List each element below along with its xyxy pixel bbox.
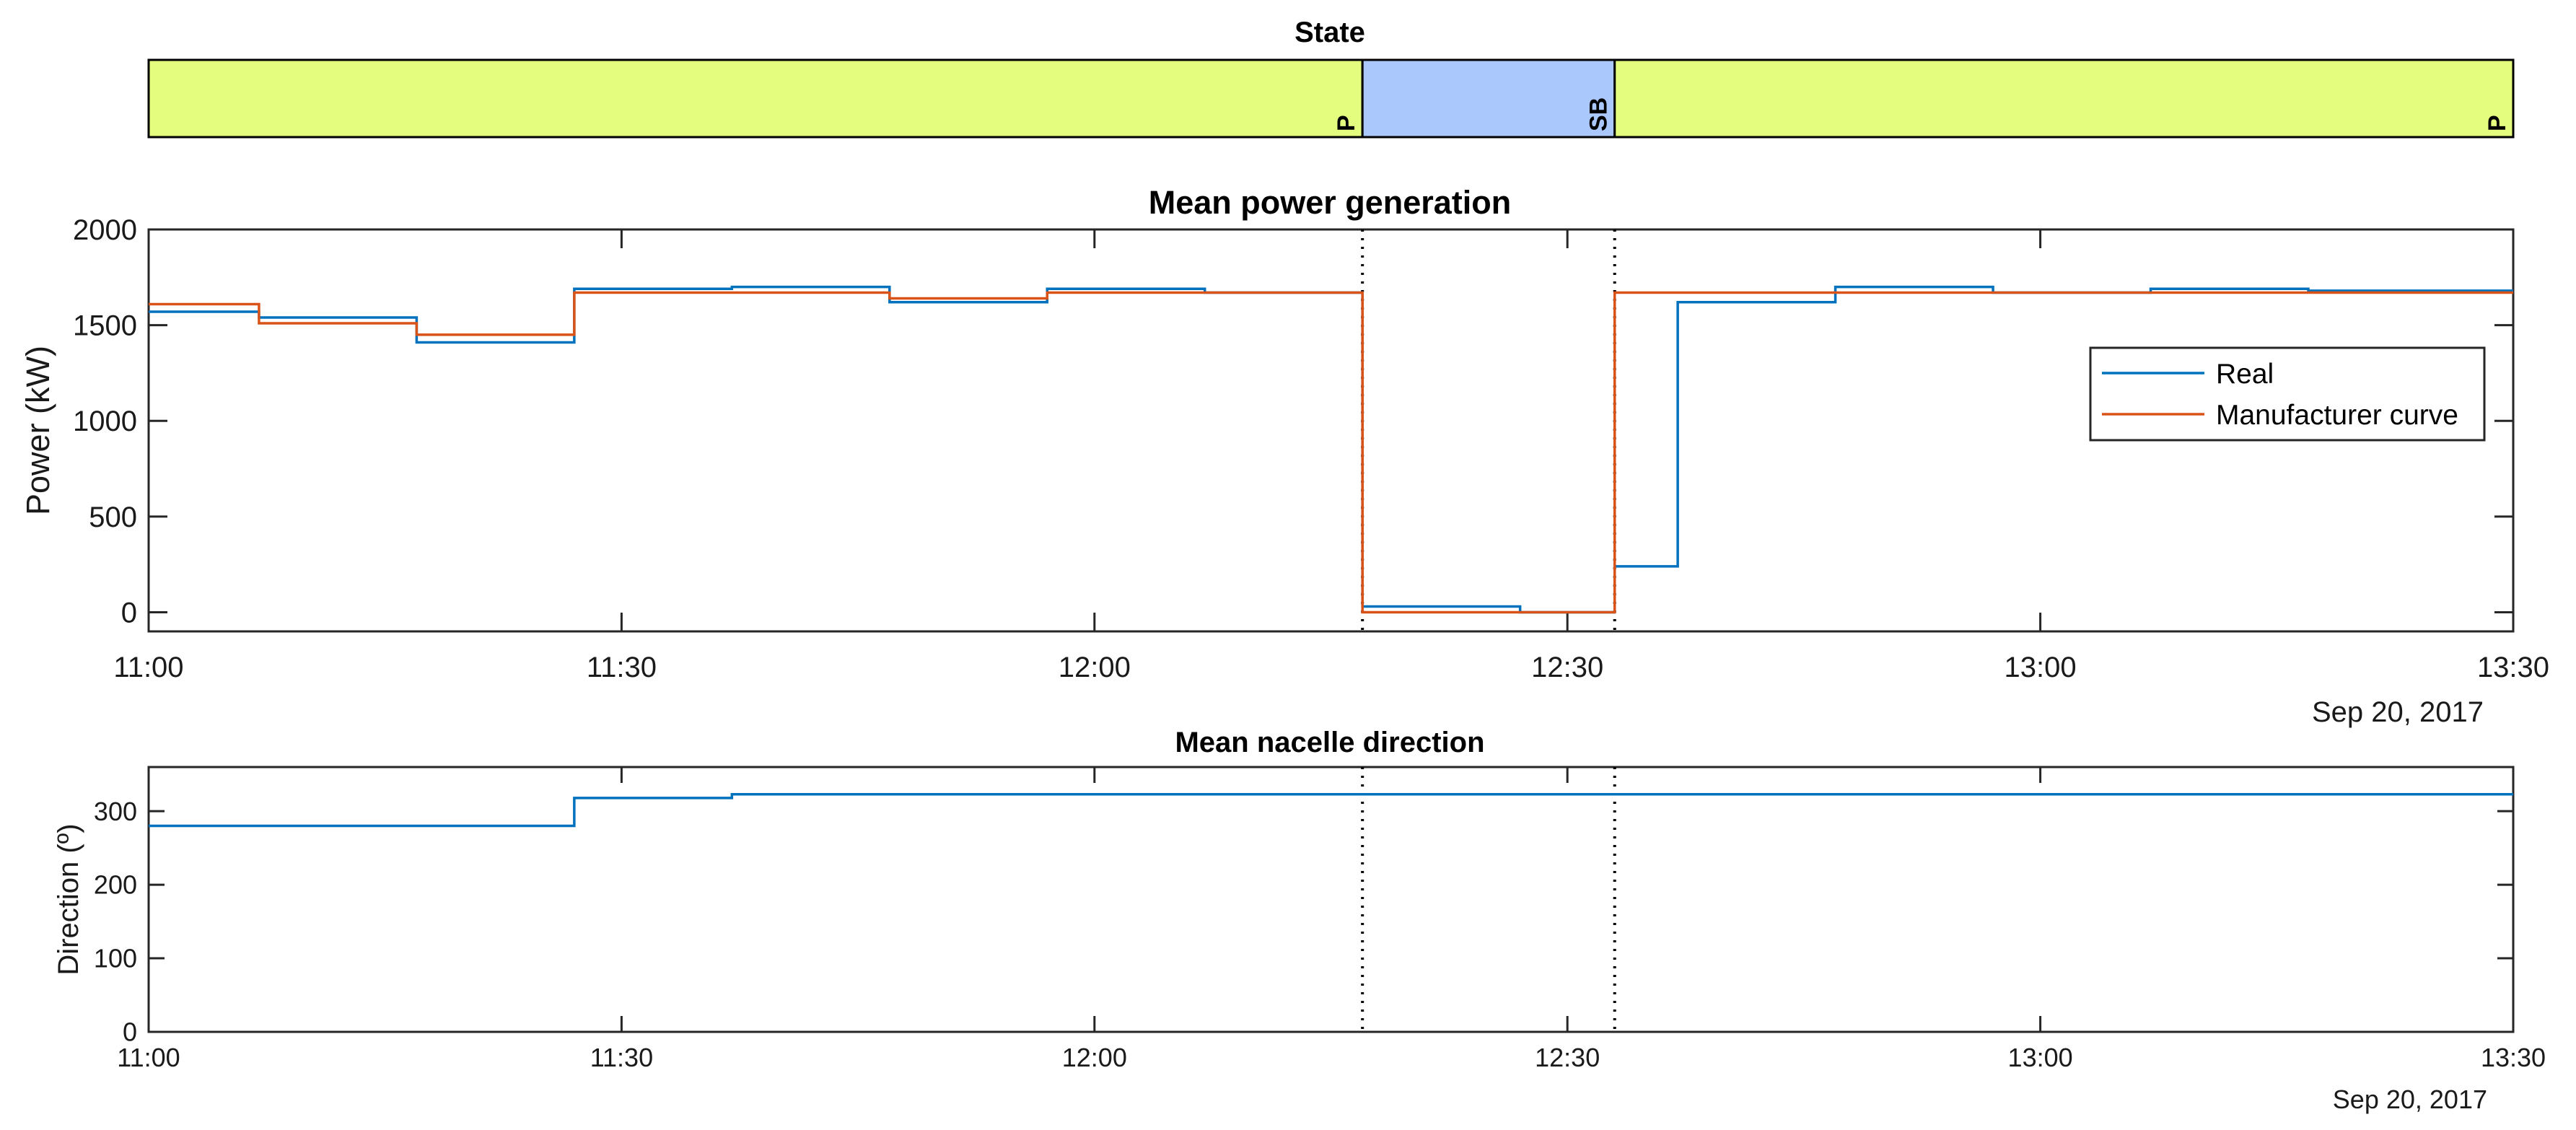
state-segment-label: SB: [1585, 97, 1613, 131]
y-tick-label: 100: [94, 944, 137, 973]
y-tick-label: 0: [123, 1017, 137, 1047]
direction-plot-area: 0 100 200 300 11:00 11:30 12:00 12:30 13:00 13:30: [94, 766, 2546, 1072]
y-tick-label: 500: [89, 502, 137, 533]
x-tick-label: 11:00: [113, 652, 183, 683]
axes-box: [147, 228, 2515, 633]
power-chart: Mean power generation Power (kW) Sep 20,…: [19, 184, 2549, 728]
y-tick-label: 200: [94, 870, 137, 900]
x-tick-label: 13:30: [2477, 652, 2549, 683]
x-tick-label: 11:00: [117, 1043, 180, 1072]
y-tick-label: 1500: [73, 310, 137, 342]
state-segment: [147, 58, 1364, 139]
state-segments: P SB P: [147, 58, 2515, 139]
state-segment-label: P: [2484, 115, 2511, 131]
direction-date-label: Sep 20, 2017: [2333, 1085, 2487, 1114]
axes-box: [147, 766, 2515, 1033]
state-segment: [1613, 58, 2515, 139]
y-tick-label: 2000: [73, 214, 137, 246]
power-plot-area: 0 500 1000 1500 2000 11:00 11:30 12:00 12:30 13:0…: [73, 214, 2549, 683]
power-title: Mean power generation: [1149, 184, 1512, 221]
x-tick-label: 13:30: [2481, 1043, 2546, 1072]
x-tick-label: 12:00: [1059, 652, 1131, 683]
series-line: [149, 792, 2513, 828]
state-panel: State P SB P: [147, 17, 2515, 139]
x-tick-label: 12:30: [1531, 652, 1603, 683]
state-segment: [1361, 58, 1616, 139]
x-tick-label: 11:30: [587, 652, 657, 683]
series-line: [149, 291, 2513, 614]
state-segment-label: P: [1333, 115, 1360, 131]
legend-label: Manufacturer curve: [2216, 400, 2458, 431]
power-y-axis-label: Power (kW): [19, 346, 56, 515]
x-tick-label: 12:00: [1062, 1043, 1127, 1072]
legend-label: Real: [2216, 359, 2274, 390]
x-tick-label: 13:00: [2008, 1043, 2073, 1072]
y-tick-label: 1000: [73, 406, 137, 437]
x-tick-label: 13:00: [2005, 652, 2077, 683]
x-tick-label: 11:30: [590, 1043, 653, 1072]
y-tick-label: 0: [121, 597, 137, 628]
direction-chart: Mean nacelle direction Direction (º) Sep…: [53, 727, 2546, 1114]
x-tick-label: 12:30: [1535, 1043, 1600, 1072]
direction-y-axis-label: Direction (º): [53, 823, 84, 975]
power-date-label: Sep 20, 2017: [2312, 696, 2484, 728]
y-tick-label: 300: [94, 797, 137, 826]
direction-title: Mean nacelle direction: [1175, 727, 1484, 758]
legend-box: [2089, 346, 2486, 442]
state-title: State: [1294, 17, 1365, 48]
